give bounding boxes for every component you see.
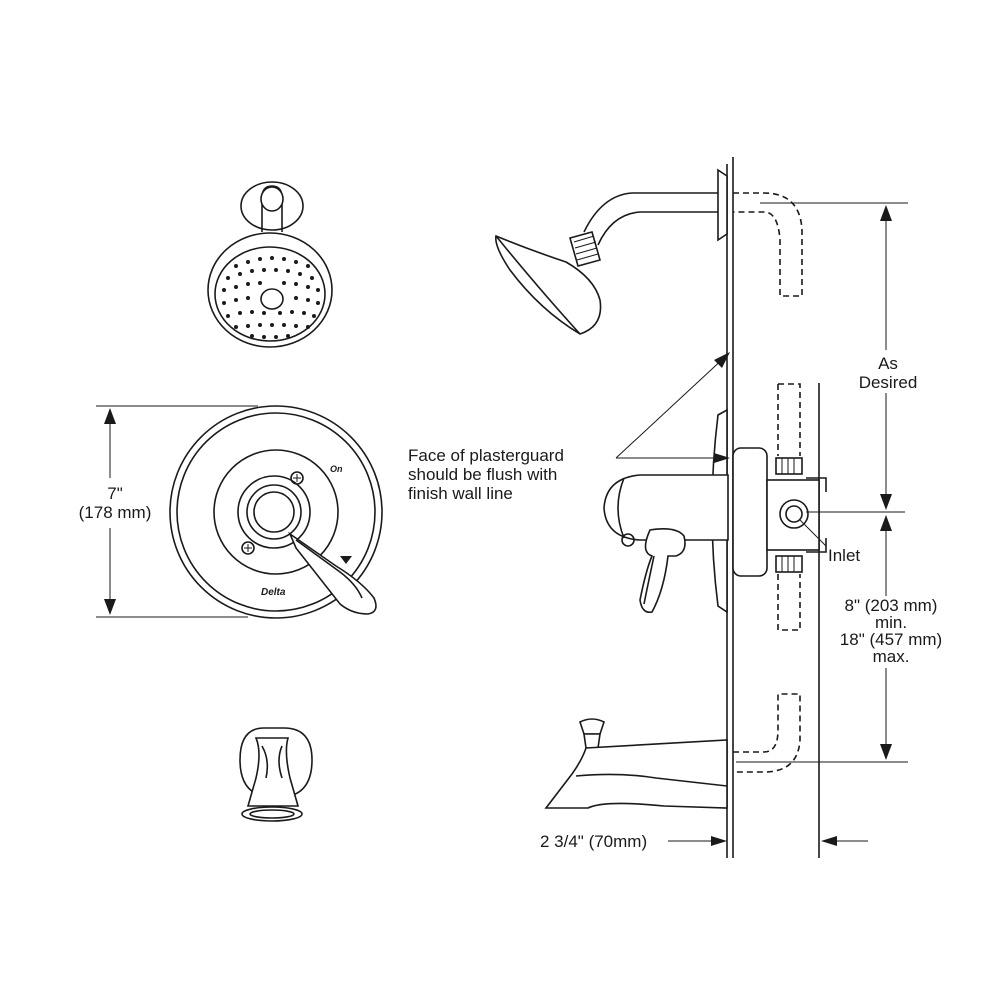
plasterguard-note-line-2: should be flush with	[408, 465, 558, 484]
dial-mark: On	[330, 464, 343, 474]
spacing-max-value: 18" (457 mm)	[839, 630, 943, 649]
inlet-label: Inlet	[828, 546, 861, 565]
showerhead-side-view	[494, 168, 728, 335]
brand-logo: Delta	[261, 587, 286, 598]
plasterguard-note: Face of plasterguard should be flush wit…	[408, 446, 564, 503]
spacing-min-word: min.	[874, 613, 908, 632]
wall-depth-label: 2 3/4" (70mm)	[540, 832, 648, 851]
escutcheon-height-label: 7" (178 mm)	[70, 484, 160, 522]
spacing-max-word: max.	[872, 647, 910, 666]
tub-spout-side-view	[544, 693, 801, 809]
spray-nozzles	[222, 256, 320, 339]
spacing-min-value: 8" (203 mm)	[844, 596, 938, 615]
tub-spout-front-view	[239, 727, 313, 822]
spacing-label: 8" (203 mm) min. 18" (457 mm) max.	[826, 597, 956, 665]
as-desired-line-1: As	[878, 354, 898, 373]
valve-trim-front-view	[169, 405, 383, 619]
as-desired-label: As Desired	[846, 354, 930, 392]
escutcheon-dimension	[96, 405, 258, 618]
as-desired-line-2: Desired	[858, 373, 918, 392]
plasterguard-note-line-3: finish wall line	[408, 484, 513, 503]
vertical-dimensions	[736, 202, 908, 763]
wall-depth-dimension	[668, 836, 868, 846]
showerhead-front-view	[207, 181, 333, 348]
shower-riser-dashed	[733, 192, 803, 297]
valve-side-view	[603, 383, 827, 631]
escutcheon-height-mm: (178 mm)	[78, 503, 152, 522]
plasterguard-note-line-1: Face of plasterguard	[408, 446, 564, 465]
escutcheon-height-in: 7"	[107, 484, 123, 503]
plasterguard-leader	[615, 355, 727, 459]
